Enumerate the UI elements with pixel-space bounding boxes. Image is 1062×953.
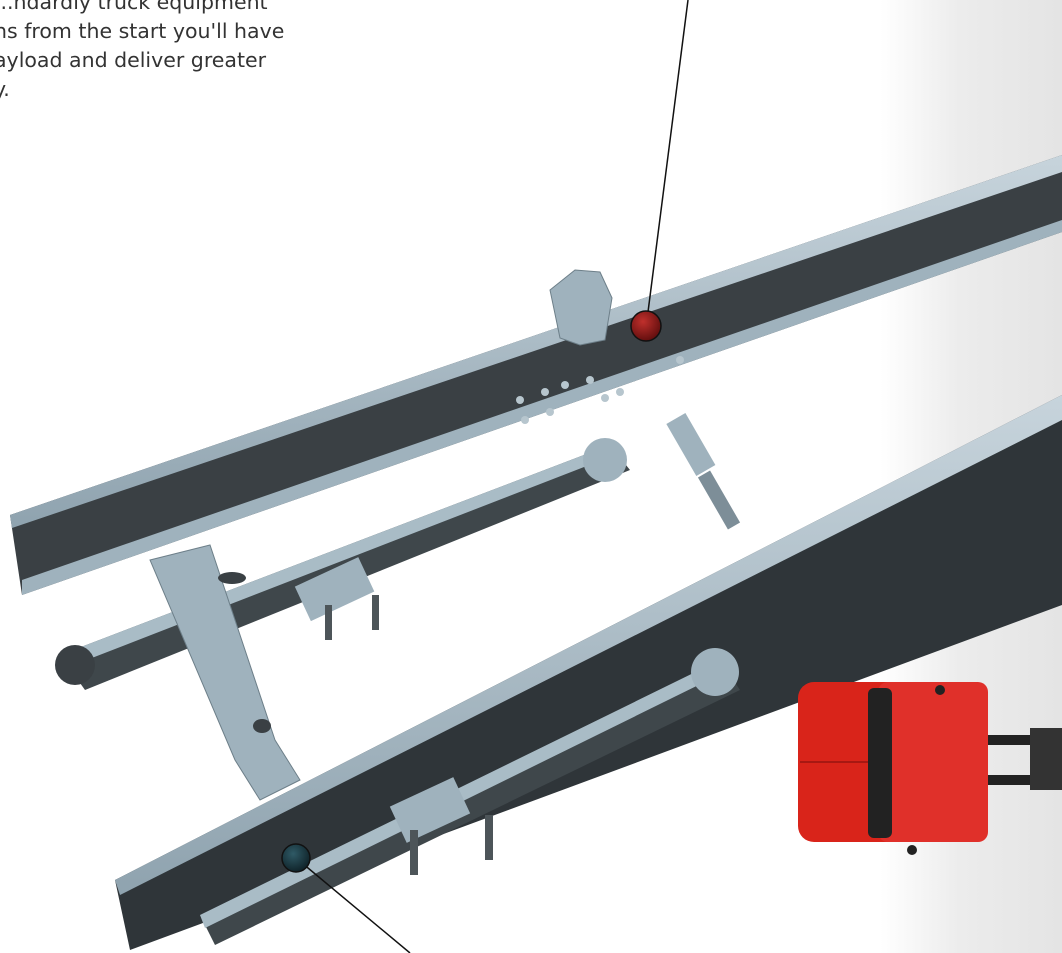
u-bolt-clamp: [389, 777, 493, 875]
u-bolt-clamp: [294, 557, 379, 640]
upper-frame-rail: [10, 155, 1062, 595]
callout-line-top: [647, 0, 689, 313]
rail-bolts: [516, 356, 684, 424]
callout-line-bottom: [295, 857, 411, 953]
cross-member: [149, 544, 301, 801]
intro-line: ...ndardly truck equipment: [0, 0, 268, 14]
upper-hanger-bracket: [549, 269, 613, 346]
intro-line: ns from the start you'll have: [0, 19, 285, 43]
red-callout-dot: [630, 310, 662, 342]
intro-line: y.: [0, 77, 10, 101]
lower-frame-rail: [115, 395, 1062, 950]
intro-paragraph: ...ndardly truck equipment ns from the s…: [0, 0, 374, 104]
cross-member-hole: [218, 572, 246, 584]
cross-member-hole: [253, 719, 271, 733]
intro-line: ayload and deliver greater: [0, 48, 267, 72]
red-truck-inset: [798, 682, 1062, 855]
lower-leaf-spring: [200, 648, 740, 945]
dark-callout-dot: [281, 843, 311, 873]
spring-shackle: [666, 413, 741, 530]
